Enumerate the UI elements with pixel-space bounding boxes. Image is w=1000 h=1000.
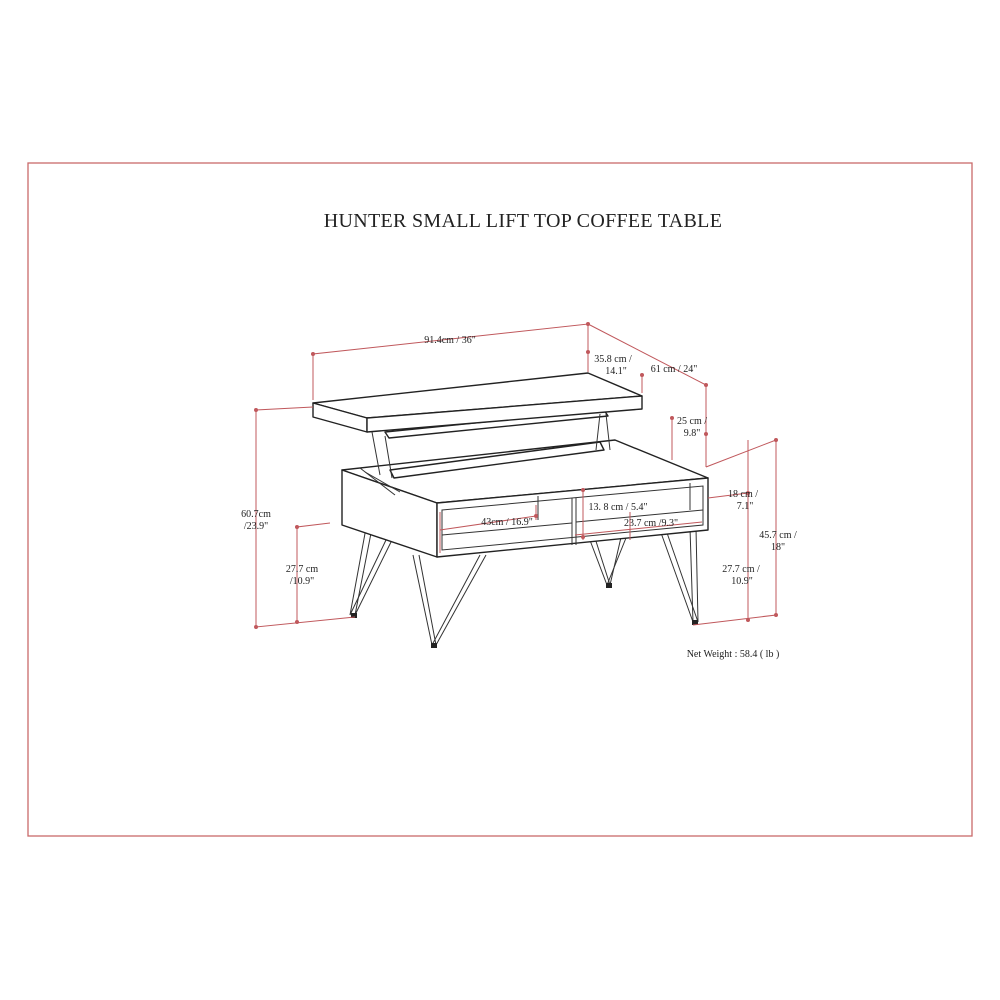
hairpin-legs [349,527,699,648]
svg-text:7.1": 7.1" [737,501,754,512]
net-weight: Net Weight : 58.4 ( lb ) [687,649,780,660]
dimension-lines [254,322,778,629]
label-shelf-width-right: 23.7 cm /9.3" [624,518,678,529]
label-leg-height-left: 27.7 cm [286,564,318,575]
svg-text:14.1": 14.1" [605,366,627,377]
coffee-table-drawing [312,372,709,648]
lift-top-front [366,395,643,433]
svg-text:/10.9": /10.9" [290,576,314,587]
label-shelf-width-left: 43cm / 16.9" [481,517,533,528]
label-box-height: 18 cm / [728,489,758,500]
svg-text:9.8": 9.8" [684,428,701,439]
diagram-title: HUNTER SMALL LIFT TOP COFFEE TABLE [324,210,722,232]
label-leg-height-right: 27.7 cm / [722,564,760,575]
label-lift-depth: 35.8 cm / [594,354,632,365]
label-table-height: 45.7 cm / [759,530,797,541]
frame-border [27,162,973,837]
label-lift-height: 25 cm / [677,416,707,427]
svg-text:10.9": 10.9" [731,576,753,587]
svg-text:/23.9": /23.9" [244,521,268,532]
label-depth: 61 cm / 24" [651,364,698,375]
svg-text:18": 18" [771,542,785,553]
label-shelf-height: 13. 8 cm / 5.4" [588,502,647,513]
label-width: 91.4cm / 36" [424,335,476,346]
dimension-labels: 91.4cm / 36" 35.8 cm / 14.1" 61 cm / 24"… [241,335,797,660]
label-total-height: 60.7cm [241,509,271,520]
